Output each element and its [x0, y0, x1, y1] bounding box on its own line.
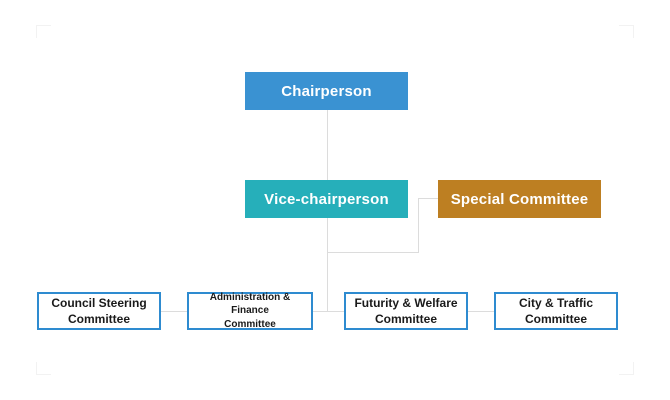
node-city-traffic-committee-label: City & Traffic Committee: [500, 295, 612, 327]
node-city-traffic-committee-line1: City & Traffic: [518, 295, 593, 310]
node-city-traffic-committee[interactable]: City & Traffic Committee: [494, 292, 618, 330]
connector-special-committee-stub: [418, 198, 439, 199]
connector-vice-down-stub: [327, 218, 328, 253]
connector-vice-to-committee-row: [327, 252, 328, 311]
node-council-steering-committee-label: Council Steering Committee: [43, 295, 155, 327]
node-council-steering-committee-line1: Council Steering: [51, 295, 147, 310]
connector-special-committee-riser: [418, 198, 419, 253]
connector-chairperson-to-vice-chairperson: [327, 110, 328, 180]
node-administration-finance-committee-label: Administration & Finance Committee: [193, 291, 307, 332]
guide-mark-bottom-left: [36, 362, 51, 375]
node-chairperson-label: Chairperson: [281, 82, 372, 100]
guide-mark-top-right: [619, 25, 634, 38]
connector-vice-to-special-horizontal: [327, 252, 419, 253]
guide-mark-bottom-right: [619, 362, 634, 375]
connector-council-to-admin: [161, 311, 187, 312]
node-vice-chairperson-label: Vice-chairperson: [264, 190, 389, 208]
node-futurity-welfare-committee-line2: Committee: [374, 312, 437, 326]
node-futurity-welfare-committee[interactable]: Futurity & Welfare Committee: [344, 292, 468, 330]
node-council-steering-committee[interactable]: Council Steering Committee: [37, 292, 161, 330]
guide-mark-top-left: [36, 25, 51, 38]
connector-futurity-to-city: [468, 311, 494, 312]
node-chairperson[interactable]: Chairperson: [245, 72, 408, 110]
node-futurity-welfare-committee-label: Futurity & Welfare Committee: [350, 295, 462, 327]
node-administration-finance-committee[interactable]: Administration & Finance Committee: [187, 292, 313, 330]
node-special-committee[interactable]: Special Committee: [438, 180, 601, 218]
node-special-committee-label: Special Committee: [450, 190, 589, 208]
node-vice-chairperson[interactable]: Vice-chairperson: [245, 180, 408, 218]
connector-admin-to-futurity: [313, 311, 344, 312]
node-administration-finance-committee-line2: Committee: [224, 318, 276, 330]
node-city-traffic-committee-line2: Committee: [524, 312, 587, 326]
node-council-steering-committee-line2: Committee: [67, 312, 130, 326]
node-administration-finance-committee-line1: Administration & Finance: [209, 291, 291, 317]
node-futurity-welfare-committee-line1: Futurity & Welfare: [354, 295, 458, 310]
